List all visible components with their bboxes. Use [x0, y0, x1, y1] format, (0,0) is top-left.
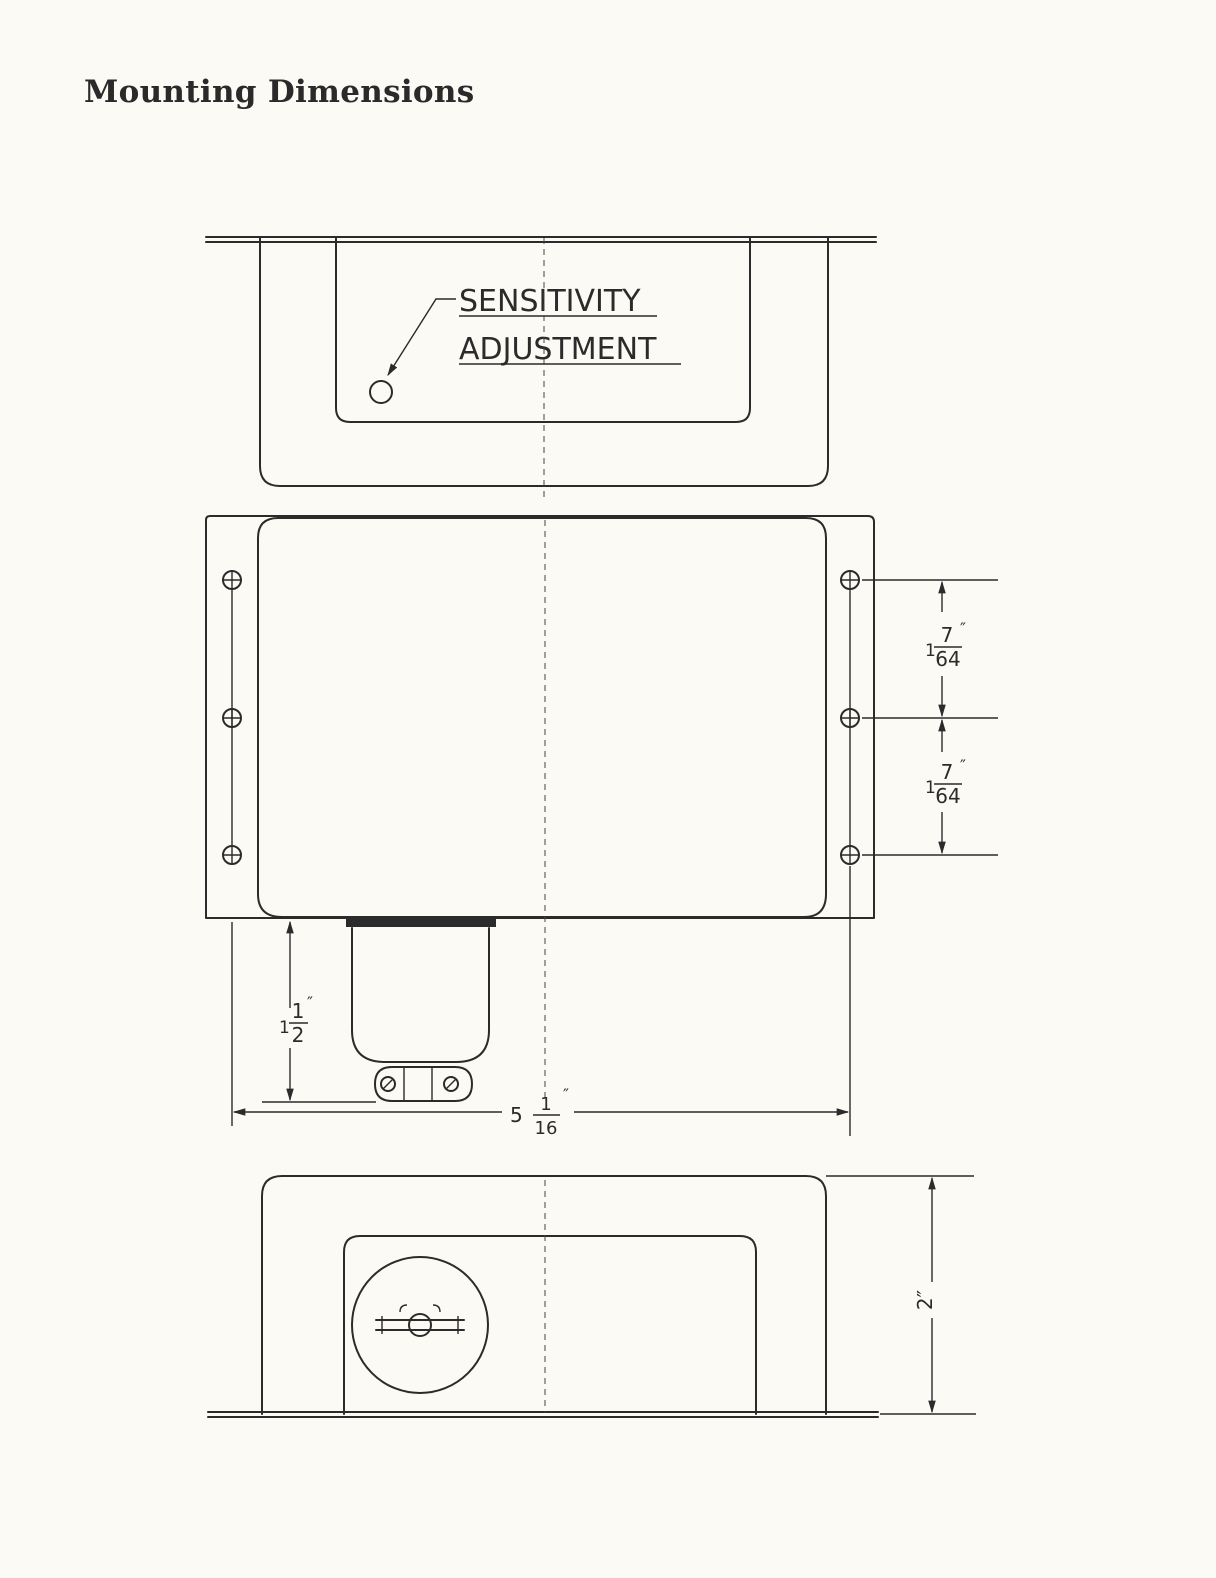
- side-view-housing: [262, 1176, 826, 1414]
- sensitivity-label: SENSITIVITY: [459, 284, 641, 319]
- mounting-hole-icon: [841, 571, 859, 589]
- cable-entry-disk: [352, 1257, 488, 1393]
- dim-denominator: 2: [292, 1023, 305, 1047]
- side-view-panel: [344, 1236, 756, 1414]
- dim-numerator: 1: [540, 1094, 551, 1115]
- cable-fitting: [352, 928, 489, 1062]
- clamp-screw-icon: [381, 1077, 395, 1091]
- side-view-flange: [208, 1412, 878, 1417]
- dim-unit: ″: [960, 619, 966, 638]
- leader-arrow: [388, 299, 456, 375]
- fitting-nut: [346, 918, 496, 927]
- mounting-hole-icon: [223, 571, 241, 589]
- mounting-hole-icon: [841, 846, 859, 864]
- dim-unit: ″: [960, 756, 966, 775]
- top-view: SENSITIVITY ADJUSTMENT: [206, 237, 876, 500]
- height-dimension: 2″: [826, 1176, 976, 1414]
- dim-numerator: 1: [292, 999, 305, 1023]
- dim-whole: 1: [925, 778, 936, 798]
- hole-spacing-dimension: 1 7 64 ″ 1 7 64 ″: [862, 580, 998, 855]
- top-view-panel: [336, 238, 750, 422]
- mounting-plate: [206, 516, 874, 918]
- side-view: [208, 1176, 878, 1417]
- dim-whole: 5: [510, 1103, 523, 1127]
- overall-width-dimension: 5 1 16 ″: [232, 866, 850, 1139]
- height-label: 2″: [913, 1290, 937, 1310]
- dim-denominator: 64: [935, 647, 960, 671]
- top-view-flange: [206, 237, 876, 242]
- front-view: [206, 516, 874, 1101]
- dim-unit: ″: [563, 1085, 569, 1104]
- mounting-hole-icon: [223, 846, 241, 864]
- mounting-hole-icon: [223, 709, 241, 727]
- clamp-screw-icon: [444, 1077, 458, 1091]
- dim-whole: 1: [925, 641, 936, 661]
- adjustment-label: ADJUSTMENT: [459, 332, 657, 367]
- cable-clamp-icon: [376, 1305, 464, 1336]
- dim-numerator: 7: [941, 760, 954, 784]
- dim-denominator: 64: [935, 784, 960, 808]
- dim-unit: ″: [307, 993, 313, 1012]
- sensitivity-adjust-knob: [370, 381, 392, 403]
- dim-numerator: 7: [941, 623, 954, 647]
- mounting-hole-icon: [841, 709, 859, 727]
- dim-whole: 1: [279, 1018, 290, 1038]
- enclosure-body: [258, 518, 826, 917]
- dim-denominator: 16: [535, 1118, 558, 1139]
- fitting-depth-dimension: 1 1 2 ″: [262, 922, 376, 1102]
